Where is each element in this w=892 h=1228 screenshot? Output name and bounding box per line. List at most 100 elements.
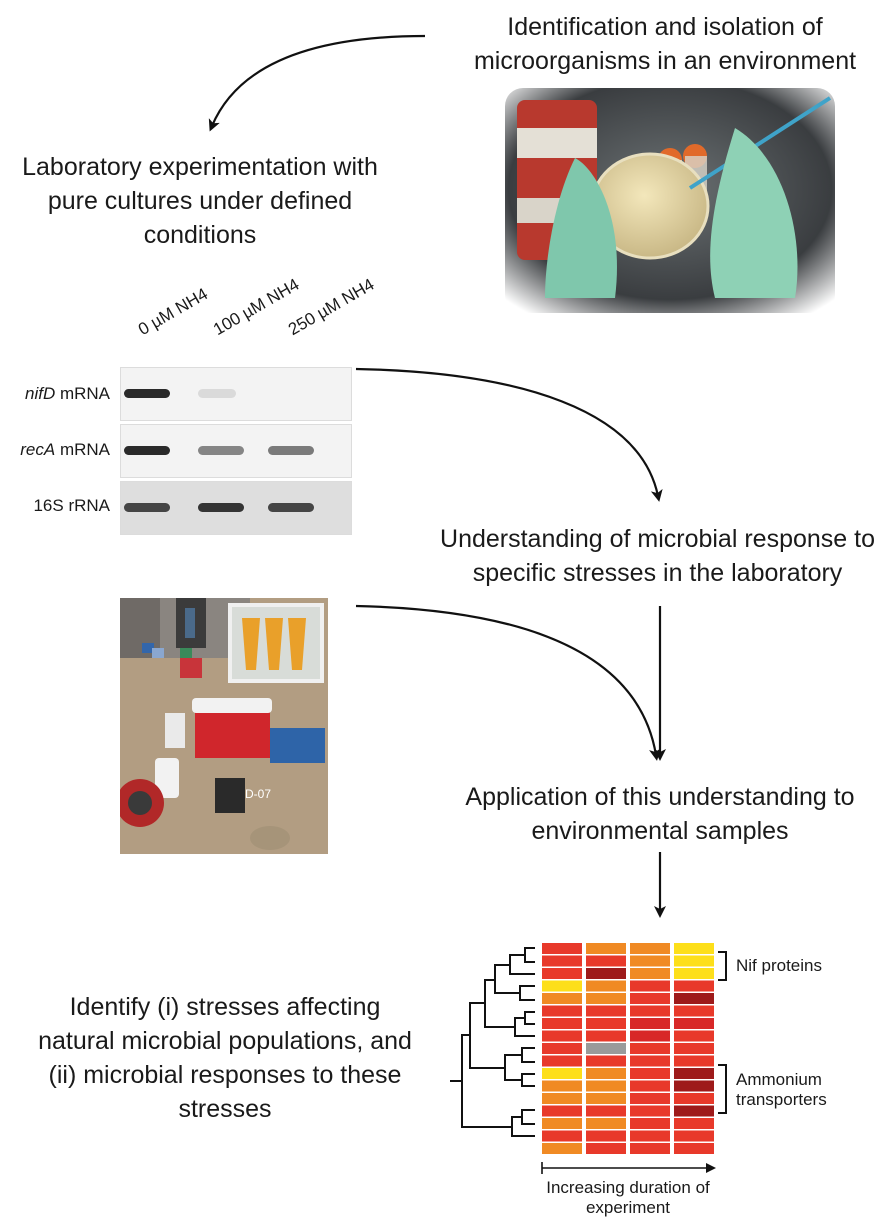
gel-band bbox=[124, 446, 170, 455]
gel-row-label: 16S rRNA bbox=[5, 496, 110, 516]
heatmap-cell bbox=[630, 1068, 670, 1079]
heatmap-cell bbox=[674, 993, 714, 1004]
group-brackets bbox=[718, 951, 727, 1114]
heatmap-cell bbox=[630, 1043, 670, 1054]
rna-type: mRNA bbox=[55, 384, 110, 403]
heatmap-cell bbox=[586, 1068, 626, 1079]
gel-band bbox=[124, 389, 170, 398]
heatmap-cell bbox=[674, 1043, 714, 1054]
heatmap-cell bbox=[630, 955, 670, 967]
heatmap-cell bbox=[674, 1143, 714, 1154]
heatmap-cell bbox=[630, 980, 670, 992]
gel-band bbox=[198, 389, 236, 398]
heatmap-cell bbox=[542, 1005, 582, 1017]
caption-laboratory: Laboratory experimentation with pure cul… bbox=[22, 153, 378, 249]
heatmap-cell bbox=[674, 955, 714, 967]
heatmap-cell bbox=[542, 1130, 582, 1142]
heatmap-cell bbox=[630, 1105, 670, 1117]
field-marker-label: D-07 bbox=[245, 787, 271, 801]
gene-name: recA bbox=[20, 440, 56, 459]
caption-understanding: Understanding of microbial response to s… bbox=[440, 525, 875, 587]
heatmap-cell bbox=[586, 943, 626, 954]
arrow-gel-to-understanding bbox=[355, 367, 663, 502]
gene-name: 16S bbox=[33, 496, 64, 515]
gene-name: nifD bbox=[24, 384, 56, 403]
caption-identify: Identify (i) stresses affecting natural … bbox=[38, 993, 412, 1123]
heatmap-cell bbox=[630, 993, 670, 1004]
field-sampling-photo: D-07 bbox=[120, 598, 328, 854]
duration-axis-label: Increasing duration of experiment bbox=[546, 1178, 710, 1217]
gel-band bbox=[268, 503, 314, 512]
heatmap-cell bbox=[630, 1080, 670, 1092]
heatmap-cell bbox=[674, 980, 714, 992]
heatmap-cell bbox=[630, 968, 670, 979]
heatmap-cell bbox=[674, 1068, 714, 1079]
heatmap-cell bbox=[542, 968, 582, 979]
heatmap-cell bbox=[674, 1005, 714, 1017]
gel-band bbox=[198, 446, 244, 455]
heatmap-cell bbox=[674, 1118, 714, 1129]
heatmap-cell bbox=[542, 1080, 582, 1092]
heatmap-cell bbox=[674, 1018, 714, 1029]
heatmap-cell bbox=[674, 968, 714, 979]
heatmap-cell bbox=[542, 1043, 582, 1054]
heatmap-cell bbox=[630, 1130, 670, 1142]
heatmap-cell bbox=[630, 1143, 670, 1154]
heatmap-cell bbox=[630, 1018, 670, 1029]
heatmap-cell bbox=[674, 1080, 714, 1092]
heatmap-cell bbox=[630, 1005, 670, 1017]
heatmap-cell bbox=[586, 968, 626, 979]
gel-band bbox=[198, 503, 244, 512]
heatmap-cell bbox=[586, 955, 626, 967]
heatmap-cell bbox=[542, 1118, 582, 1129]
heatmap-cell bbox=[542, 993, 582, 1004]
heatmap-cell bbox=[542, 943, 582, 954]
gel-row-label: nifD mRNA bbox=[5, 384, 110, 404]
heatmap-cell bbox=[630, 943, 670, 954]
heatmap-cell bbox=[542, 1068, 582, 1079]
heatmap-cell bbox=[674, 1055, 714, 1067]
lab-culture-photo bbox=[505, 88, 835, 313]
gel-band bbox=[268, 446, 314, 455]
rna-type: rRNA bbox=[63, 496, 110, 515]
heatmap-cell bbox=[630, 1055, 670, 1067]
gel-band bbox=[124, 503, 170, 512]
gel-row-label: recA mRNA bbox=[5, 440, 110, 460]
heatmap-cell bbox=[542, 1055, 582, 1067]
arrow-to-lab bbox=[208, 34, 426, 132]
heatmap-cell bbox=[630, 1118, 670, 1129]
heatmap-cell bbox=[630, 1093, 670, 1104]
heatmap-cell bbox=[586, 1005, 626, 1017]
heatmap-cell bbox=[674, 1030, 714, 1042]
dendrogram bbox=[450, 947, 535, 1137]
duration-arrow bbox=[541, 1162, 716, 1174]
heatmap-cell bbox=[586, 1130, 626, 1142]
heatmap-cell bbox=[674, 1130, 714, 1142]
heatmap-cell bbox=[586, 1043, 626, 1054]
heatmap-cell bbox=[542, 1143, 582, 1154]
heatmap-cell bbox=[542, 980, 582, 992]
heatmap-cell bbox=[542, 1105, 582, 1117]
heatmap-cell bbox=[586, 1093, 626, 1104]
heatmap-cell bbox=[674, 1093, 714, 1104]
heatmap-cell bbox=[586, 980, 626, 992]
heatmap-cell bbox=[542, 1093, 582, 1104]
heatmap-cell bbox=[586, 993, 626, 1004]
heatmap-cell bbox=[586, 1080, 626, 1092]
heatmap-cell bbox=[630, 1030, 670, 1042]
caption-identification: Identification and isolation of microorg… bbox=[473, 13, 857, 75]
heatmap-cell bbox=[586, 1055, 626, 1067]
heatmap-cell bbox=[586, 1118, 626, 1129]
heatmap-cell bbox=[586, 1105, 626, 1117]
nif-proteins-label: Nif proteins bbox=[736, 956, 822, 975]
rna-type: mRNA bbox=[55, 440, 110, 459]
heatmap-cell bbox=[674, 1105, 714, 1117]
heatmap-cell bbox=[586, 1018, 626, 1029]
caption-application: Application of this understanding to env… bbox=[465, 783, 855, 845]
heatmap bbox=[542, 943, 714, 1154]
ammonium-transporters-label: Ammonium transporters bbox=[736, 1070, 827, 1109]
heatmap-cell bbox=[674, 943, 714, 954]
heatmap-cell bbox=[542, 1030, 582, 1042]
heatmap-cell bbox=[586, 1143, 626, 1154]
